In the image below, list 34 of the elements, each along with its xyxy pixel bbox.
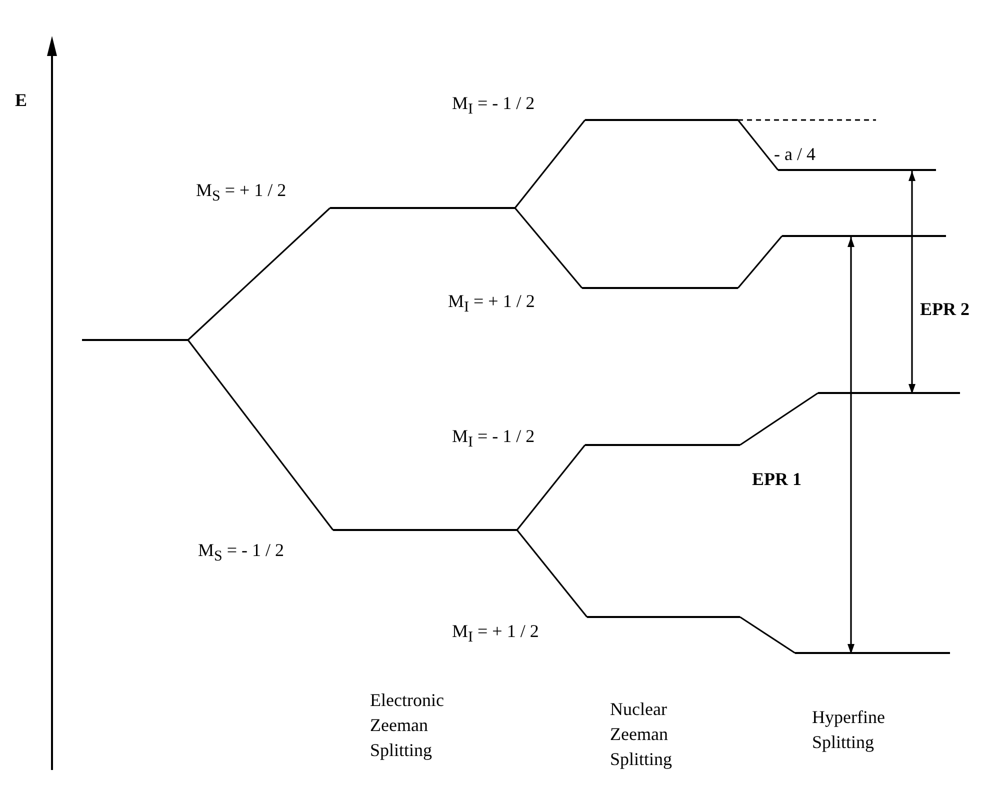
transition-line: [187, 340, 334, 530]
energy-level-line: [585, 119, 738, 121]
energy-level-line: [582, 287, 738, 289]
transition-line: [514, 207, 583, 289]
axis-label: E: [15, 89, 28, 112]
energy-level-line: [782, 235, 946, 237]
transition-line: [516, 530, 588, 618]
transition-line: [737, 235, 783, 289]
energy-level-line: [333, 529, 517, 531]
column-caption: Nuclear Zeeman Splitting: [610, 698, 674, 772]
energy-level-line: [587, 616, 740, 618]
quantum-number-label: M$_{I}$ = + 1 / 2: [448, 291, 535, 317]
quantum-number-label: M$_{S}$ = + 1 / 2: [196, 180, 286, 206]
transition-line: [740, 392, 818, 446]
quantum-number-label: M$_{I}$ = - 1 / 2: [452, 426, 535, 452]
energy-level-line: [330, 207, 515, 209]
transition-line: [187, 207, 331, 341]
energy-level-line: [585, 444, 740, 446]
quantum-number-label: M$_{I}$ = + 1 / 2: [452, 621, 539, 647]
energy-level-line: [82, 339, 188, 341]
transition-line: [737, 120, 779, 170]
column-caption: Hyperfine Splitting: [812, 706, 886, 754]
splitting-label: - a / 4: [774, 143, 816, 166]
transition-arrow: [848, 237, 854, 654]
quantum-number-label: M$_{S}$ = - 1 / 2: [198, 540, 284, 566]
energy-level-line: [795, 652, 950, 654]
column-caption: Electronic Zeeman Splitting: [370, 689, 445, 762]
transition-line: [514, 120, 586, 208]
transition-arrow: [908, 171, 916, 394]
transition-line: [740, 616, 796, 654]
transition-line: [516, 444, 586, 530]
quantum-number-label: M$_{I}$ = - 1 / 2: [452, 93, 535, 119]
energy-level-line: [818, 392, 960, 394]
energy-level-line: [778, 169, 936, 171]
